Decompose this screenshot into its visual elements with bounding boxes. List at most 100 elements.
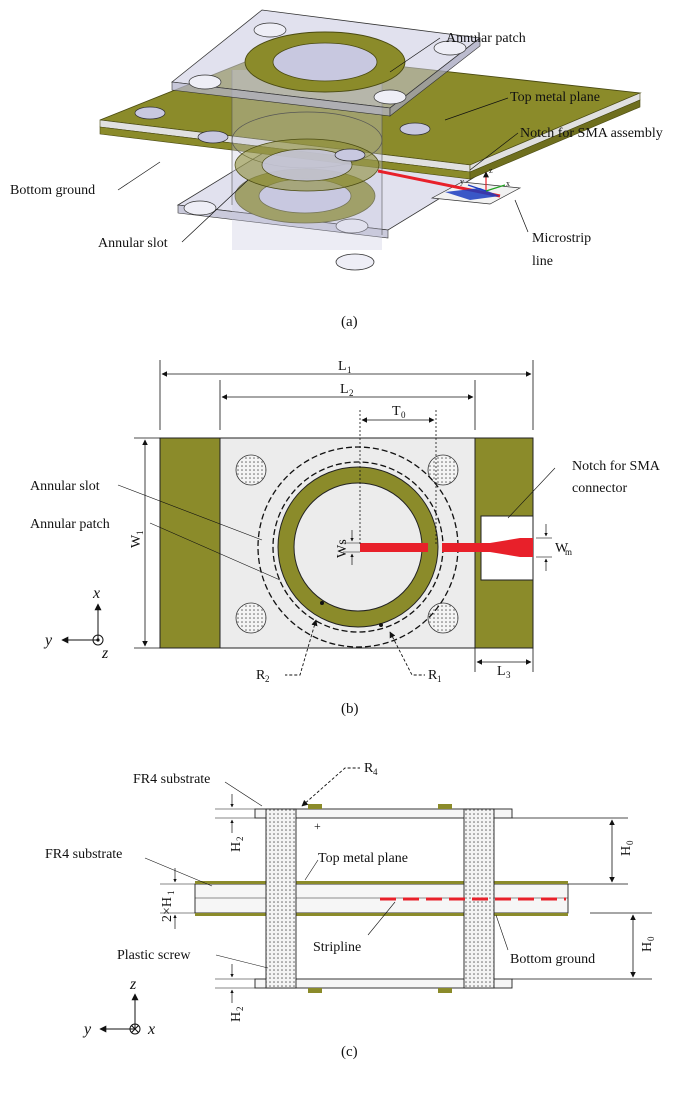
axis-y-label: y	[460, 177, 464, 186]
svg-text:m: m	[565, 547, 572, 557]
svg-text:0: 0	[625, 840, 635, 845]
axis-x-arrow	[485, 184, 506, 192]
panel-a-3d-view: z x y Annular patch Top metal plane Notc…	[10, 9, 663, 330]
svg-text:+: +	[314, 819, 321, 833]
label-fr4-top: FR4 substrate	[133, 772, 210, 787]
svg-text:1: 1	[166, 891, 176, 896]
label-notch-sma: Notch for SMA assembly	[520, 126, 663, 141]
leader-line	[117, 484, 263, 541]
axis-y-label: y	[43, 632, 53, 649]
dim-R4-label: R	[364, 761, 374, 776]
svg-text:2: 2	[235, 837, 245, 842]
label-top-metal-plane: Top metal plane	[318, 851, 408, 866]
dim-H2-bottom-label: H	[229, 1012, 244, 1022]
label-stripline: Stripline	[313, 940, 361, 955]
label-notch-connector: connector	[572, 481, 628, 496]
top-hole	[433, 40, 467, 56]
top-hole	[373, 89, 407, 105]
label-annular-slot: Annular slot	[98, 236, 168, 251]
screw-hole	[235, 602, 267, 634]
bottom-ground	[195, 913, 568, 916]
label-annular-patch: Annular patch	[446, 31, 526, 46]
leader-line	[304, 859, 319, 881]
axis-z-label: z	[489, 166, 493, 175]
dim-Wm-label: W	[555, 541, 569, 556]
dim-H2-top-label: H	[229, 842, 244, 852]
label-top-metal-plane: Top metal plane	[510, 90, 600, 105]
svg-text:4: 4	[373, 767, 378, 777]
leader-line	[224, 781, 263, 807]
middle-hole	[197, 130, 229, 144]
middle-hole	[399, 122, 431, 136]
svg-text:0: 0	[646, 936, 656, 941]
axis-x-label: x	[92, 585, 100, 602]
middle-hole	[134, 106, 166, 120]
svg-text:2: 2	[235, 1007, 245, 1012]
svg-text:3: 3	[506, 670, 511, 680]
axis-x-label: x	[147, 1021, 155, 1038]
bottom-hole	[183, 200, 217, 216]
left-metal-strip	[159, 437, 221, 649]
dim-L1-label: L	[338, 359, 347, 374]
dim-W1-label: W	[129, 534, 144, 548]
top-metal-plane	[195, 881, 568, 884]
label-notch-sma: Notch for SMA	[572, 459, 661, 474]
axis-y-arrow	[467, 184, 487, 192]
dim-L3-label: L	[497, 664, 506, 679]
dim-R1-label: R	[428, 668, 438, 683]
dim-R2-label: R	[256, 668, 266, 683]
screw-hole	[427, 454, 459, 486]
leader-line	[181, 179, 249, 243]
dim-2H1-label: 2×H	[160, 897, 175, 922]
dim-Ws-label: Ws	[335, 539, 350, 558]
plastic-screw	[265, 808, 297, 989]
axis-z-label: z	[101, 645, 109, 662]
leader-line	[444, 97, 509, 121]
top-hole	[188, 74, 222, 90]
panel-c-side-view: + H 0 H 0 H 2 H 2 2×H 1 R	[45, 761, 656, 1060]
caption-b: (b)	[341, 701, 359, 717]
middle-hole	[334, 148, 366, 162]
svg-text:2: 2	[349, 388, 354, 398]
label-microstrip-line: line	[532, 254, 553, 269]
label-annular-patch: Annular patch	[30, 517, 110, 532]
svg-text:1: 1	[437, 674, 442, 684]
leader-line	[495, 914, 509, 951]
leader-line	[149, 522, 281, 581]
top-substrate	[254, 808, 513, 819]
caption-c: (c)	[341, 1044, 358, 1060]
leader-line	[389, 37, 441, 73]
axis-x-label: x	[506, 179, 510, 188]
label-microstrip: Microstrip	[532, 231, 591, 246]
svg-text:1: 1	[135, 531, 145, 536]
dim-H0-bottom-label: H	[640, 942, 655, 952]
bottom-hole	[335, 253, 375, 271]
label-bottom-ground: Bottom ground	[510, 952, 595, 967]
leader-line	[215, 954, 269, 969]
bottom-substrate	[254, 978, 513, 989]
leader-line	[507, 467, 556, 519]
leader-line	[367, 901, 396, 936]
leader-line	[514, 199, 529, 233]
dim-T0-label: T	[392, 404, 401, 419]
bottom-hole	[335, 218, 369, 234]
leader-line	[144, 857, 213, 887]
screw-hole	[235, 454, 267, 486]
label-plastic-screw: Plastic screw	[117, 948, 191, 963]
axis-y-label: y	[82, 1021, 92, 1038]
axis-z-label: z	[129, 976, 137, 993]
dim-H0-top-label: H	[619, 846, 634, 856]
stripline-feed	[360, 543, 428, 552]
svg-text:0: 0	[401, 410, 406, 420]
label-fr4-mid: FR4 substrate	[45, 847, 122, 862]
svg-text:1: 1	[347, 365, 352, 375]
caption-a: (a)	[341, 314, 358, 330]
screw-hole	[427, 602, 459, 634]
leader-line	[469, 132, 519, 171]
dim-L2-label: L	[340, 382, 349, 397]
leader-line	[117, 161, 161, 191]
panel-b-top-view: L 1 L 2 T 0 W 1 Ws W m L 3	[30, 359, 661, 717]
svg-text:2: 2	[265, 674, 270, 684]
label-bottom-ground: Bottom ground	[10, 183, 95, 198]
